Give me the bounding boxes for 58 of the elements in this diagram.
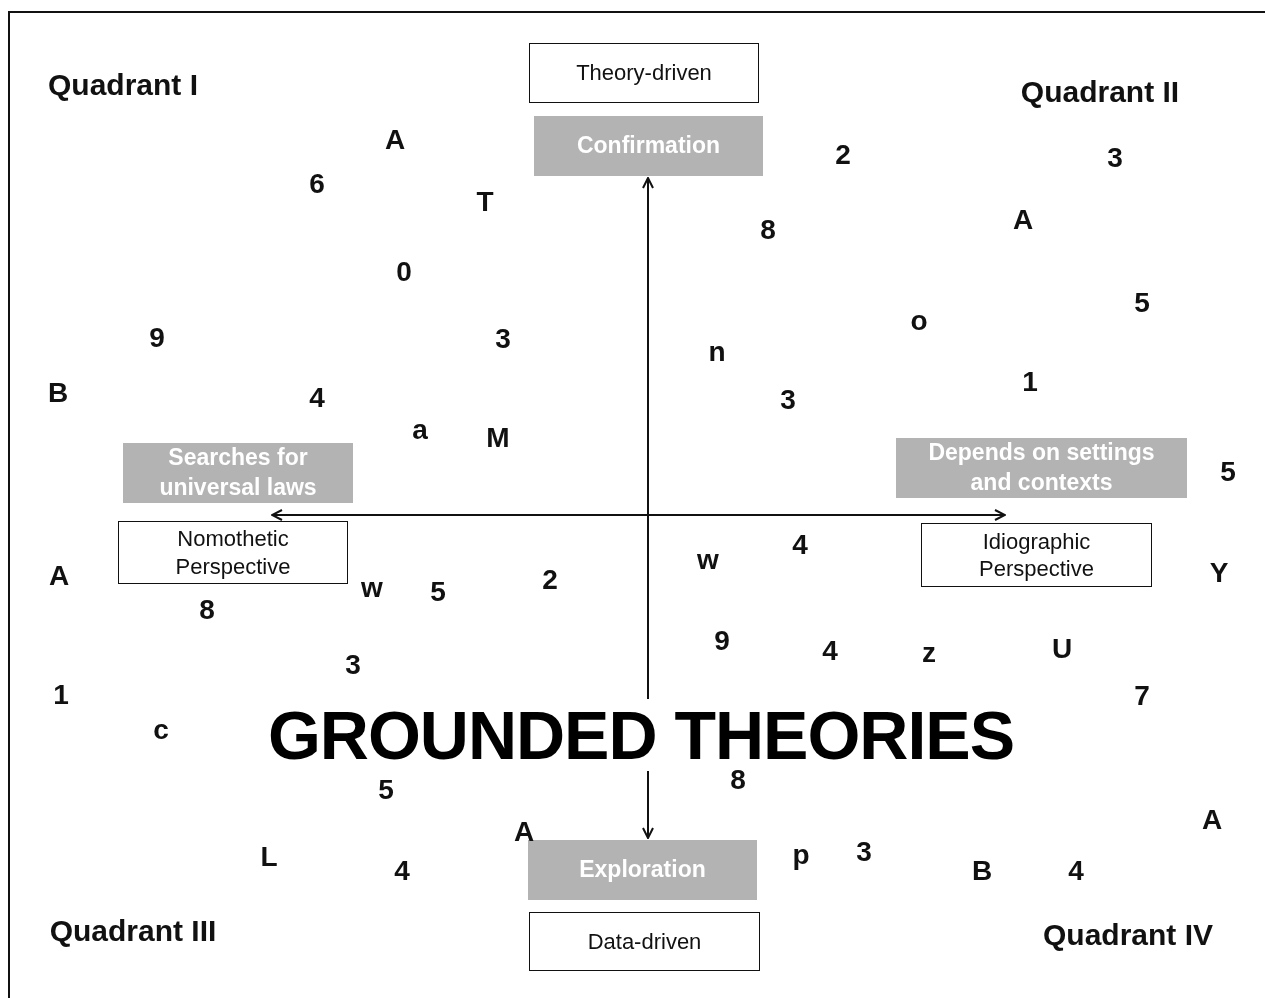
scattered-character: B [971, 855, 993, 887]
scattered-character: A [48, 560, 70, 592]
scattered-character: 4 [822, 635, 838, 667]
label-box: Idiographic Perspective [921, 523, 1152, 587]
quadrant-label: Quadrant I [48, 68, 198, 102]
scattered-character: A [1012, 204, 1034, 236]
scattered-character: U [1051, 633, 1073, 665]
scattered-character: w [361, 572, 383, 604]
scattered-character: B [47, 377, 69, 409]
scattered-character: 3 [856, 836, 872, 868]
scattered-character: w [697, 544, 719, 576]
scattered-character: 9 [714, 625, 730, 657]
scattered-character: 2 [542, 564, 558, 596]
scattered-character: 3 [1107, 142, 1123, 174]
scattered-character: p [792, 839, 810, 871]
scattered-character: n [708, 336, 726, 368]
highlight-box: Exploration [528, 840, 757, 900]
scattered-character: z [922, 637, 936, 669]
scattered-character: 8 [760, 214, 776, 246]
scattered-character: 3 [780, 384, 796, 416]
scattered-character: 8 [199, 594, 215, 626]
scattered-character: Y [1209, 557, 1229, 589]
scattered-character: 4 [1068, 855, 1084, 887]
scattered-character: 3 [345, 649, 361, 681]
quadrant-label: Quadrant IV [1043, 918, 1213, 952]
scattered-character: 5 [430, 576, 446, 608]
double-headed-arrow [271, 509, 1006, 521]
scattered-character: 2 [835, 139, 851, 171]
scattered-character: 3 [495, 323, 511, 355]
double-headed-arrow [642, 177, 654, 839]
scattered-character: 5 [1134, 287, 1150, 319]
scattered-character: A [1201, 804, 1223, 836]
scattered-character: A [384, 124, 406, 156]
scattered-character: 4 [792, 529, 808, 561]
scattered-character: M [486, 422, 510, 454]
highlight-box: Searches for universal laws [123, 443, 353, 503]
quadrant-label: Quadrant III [49, 914, 217, 948]
scattered-character: 1 [53, 679, 69, 711]
scattered-character: c [153, 714, 169, 746]
scattered-character: 5 [378, 774, 394, 806]
scattered-character: 4 [394, 855, 410, 887]
scattered-character: a [412, 414, 428, 446]
highlight-box: Confirmation [534, 116, 763, 176]
scattered-character: T [476, 186, 494, 218]
scattered-character: 4 [309, 382, 325, 414]
quadrant-label: Quadrant II [1020, 75, 1180, 109]
scattered-character: 1 [1022, 366, 1038, 398]
scattered-character: 9 [149, 322, 165, 354]
label-box: Nomothetic Perspective [118, 521, 348, 584]
scattered-character: 0 [396, 256, 412, 288]
scattered-character: 6 [309, 168, 325, 200]
label-box: Theory-driven [529, 43, 759, 103]
label-box: Data-driven [529, 912, 760, 971]
scattered-character: 7 [1134, 680, 1150, 712]
scattered-character: L [260, 841, 278, 873]
scattered-character: 5 [1220, 456, 1236, 488]
scattered-character: o [910, 305, 928, 337]
highlight-box: Depends on settings and contexts [896, 438, 1187, 498]
